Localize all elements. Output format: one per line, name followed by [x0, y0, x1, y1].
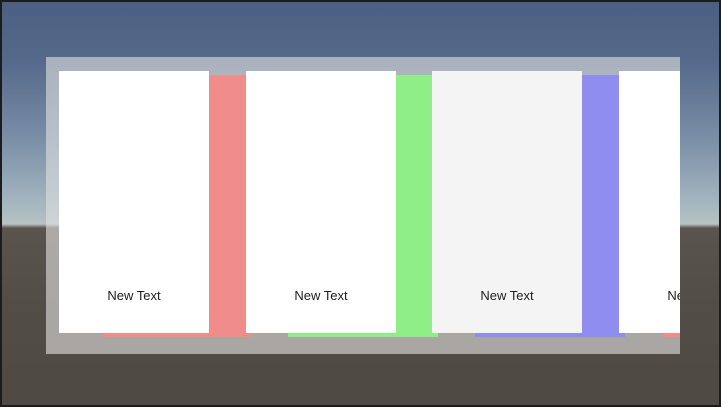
item-label: New Text [667, 288, 680, 303]
item-label: New Text [294, 288, 348, 303]
item-card[interactable]: New Text [246, 71, 396, 333]
item-card[interactable]: New Text [619, 71, 680, 333]
scroll-content: New Text New Text New Text New Text [46, 57, 680, 354]
item-card[interactable]: New Text [59, 71, 209, 333]
item-card[interactable]: New Text [432, 71, 582, 333]
item-label: New Text [480, 288, 534, 303]
item-label: New Text [107, 288, 161, 303]
scroll-view-panel[interactable]: New Text New Text New Text New Text [46, 57, 680, 354]
